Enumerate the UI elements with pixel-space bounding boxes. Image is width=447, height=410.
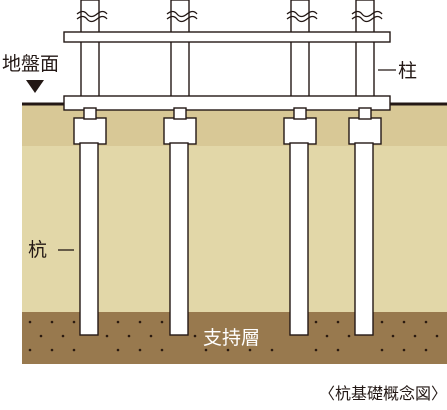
bearing-layer-dot bbox=[116, 348, 120, 352]
bearing-layer-dot bbox=[248, 348, 252, 352]
bearing-layer-dot bbox=[127, 334, 131, 338]
figure-caption: 〈杭基礎概念図〉 bbox=[318, 384, 447, 403]
pile-caps bbox=[73, 107, 382, 145]
bearing-layer-dot bbox=[50, 348, 54, 352]
bearing-layer-dot bbox=[193, 334, 197, 338]
bearing-layer-label: 支持層 bbox=[203, 327, 260, 349]
pile-4 bbox=[354, 142, 374, 336]
bearing-layer-dot bbox=[28, 320, 32, 324]
bearing-layer-dot bbox=[336, 320, 340, 324]
bearing-layer-dot bbox=[314, 348, 318, 352]
lower-beam bbox=[63, 95, 391, 111]
bearing-layer-dot bbox=[226, 348, 230, 352]
bearing-layer-dot bbox=[149, 334, 153, 338]
bearing-layer-dot bbox=[160, 348, 164, 352]
pile-cap-3 bbox=[283, 117, 317, 145]
bearing-layer-dot bbox=[160, 320, 164, 324]
column-label: 柱 bbox=[398, 60, 417, 82]
bearing-layer-dot bbox=[314, 320, 318, 324]
bearing-layer-dot bbox=[380, 348, 384, 352]
bearing-layer-dot bbox=[402, 320, 406, 324]
break-marks bbox=[76, 10, 383, 23]
ground-surface-label: 地盤面 bbox=[2, 53, 59, 75]
bearing-layer-dot bbox=[347, 334, 351, 338]
pile-1 bbox=[79, 142, 99, 336]
pile-cap-1 bbox=[73, 117, 107, 145]
bearing-layer-dot bbox=[72, 320, 76, 324]
bearing-layer-dot bbox=[50, 320, 54, 324]
bearing-layer-dot bbox=[435, 334, 439, 338]
bearing-layer-dot bbox=[138, 348, 142, 352]
superstructure-frame bbox=[63, 0, 391, 111]
bearing-layer-dot bbox=[424, 348, 428, 352]
bearing-layer-dot bbox=[72, 348, 76, 352]
bearing-layer-dot bbox=[402, 348, 406, 352]
bearing-layer-dot bbox=[61, 334, 65, 338]
pile-3 bbox=[289, 142, 309, 336]
bearing-layer-dot bbox=[413, 334, 417, 338]
pile-cap-4 bbox=[348, 117, 382, 145]
pile-label: 杭 bbox=[28, 239, 47, 261]
bearing-layer-dot bbox=[116, 320, 120, 324]
upper-beam bbox=[63, 31, 391, 43]
bearing-layer-dot bbox=[204, 348, 208, 352]
bearing-layer-dot bbox=[39, 334, 43, 338]
bearing-layer-dot bbox=[336, 348, 340, 352]
bearing-layer-dot bbox=[424, 320, 428, 324]
bearing-layer-dot bbox=[380, 320, 384, 324]
bearing-layer-dot bbox=[138, 320, 142, 324]
pile-cap-2 bbox=[163, 117, 197, 145]
pile-2 bbox=[169, 142, 189, 336]
bearing-layer-dot bbox=[28, 348, 32, 352]
ground-surface-marker-icon bbox=[26, 80, 44, 93]
bearing-layer-dots bbox=[28, 320, 439, 352]
piles bbox=[79, 142, 374, 336]
bearing-layer-dot bbox=[325, 334, 329, 338]
bearing-layer-dot bbox=[391, 334, 395, 338]
bearing-layer-dot bbox=[270, 348, 274, 352]
bearing-layer-dot bbox=[105, 334, 109, 338]
